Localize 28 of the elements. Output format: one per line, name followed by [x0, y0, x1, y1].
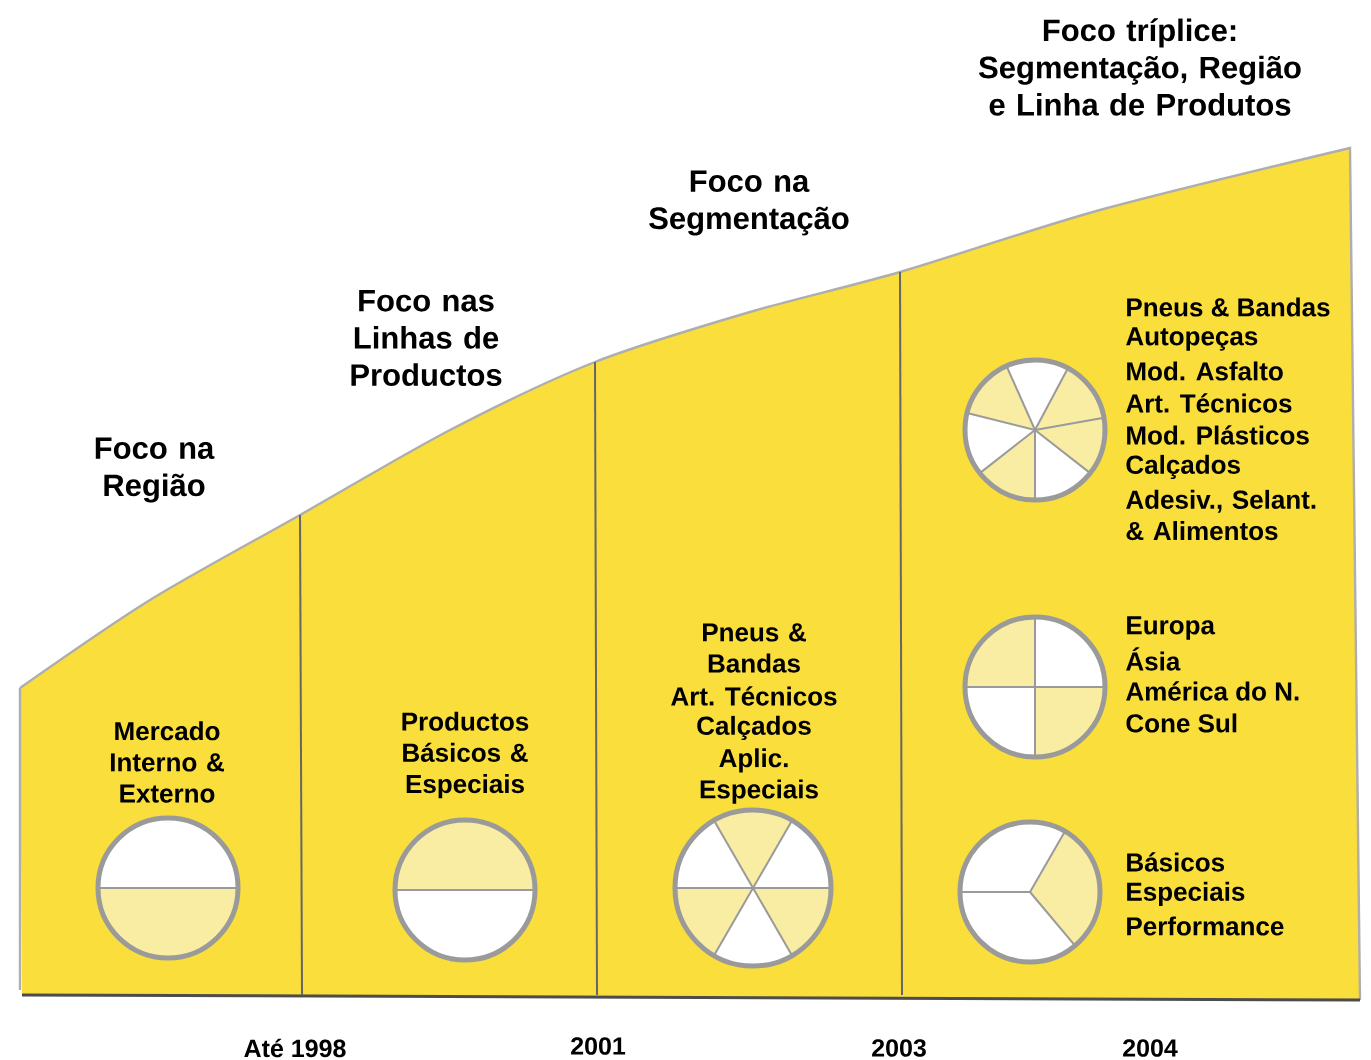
list-item: Art. Técnicos — [1126, 393, 1292, 413]
heading-text: Foco na Região — [95, 437, 215, 503]
year-label: Até 1998 — [244, 1038, 346, 1058]
list-item: Básicos — [1127, 852, 1225, 872]
list-item: Art. Técnicos — [671, 686, 837, 706]
list-item: Mod. Asfalto — [1127, 361, 1283, 381]
year-label: 2003 — [872, 1039, 926, 1057]
list-item: América do N. — [1126, 681, 1299, 701]
heading-text: Foco na Segmentação — [649, 170, 849, 236]
year-label: 2004 — [1123, 1039, 1178, 1057]
list-item: Autopeças — [1126, 327, 1258, 351]
list-item: Pneus & Bandas — [703, 623, 806, 673]
year-label: 2001 — [571, 1037, 626, 1055]
list-text: Productos Básicos & Especiais — [402, 711, 529, 799]
list-item: Mod. Plásticos — [1127, 425, 1309, 445]
list-text: Mercado Interno & Externo — [110, 721, 224, 803]
list-item: Especiais — [1127, 881, 1245, 907]
list-item: Pneus & Bandas — [1127, 297, 1330, 317]
list-item: Cone Sul — [1126, 713, 1237, 733]
heading-text: Foco nas Linhas de Productos — [351, 290, 502, 386]
heading-text: Foco tríplice: Segmentação, Região e Linha de Produtos — [978, 18, 1301, 116]
list-item: Europa — [1127, 616, 1216, 640]
list-item: Calçados — [697, 715, 811, 741]
list-item: Calçados — [1126, 454, 1240, 480]
list-item: Performance — [1127, 916, 1284, 936]
list-item: Ásia — [1126, 647, 1181, 671]
list-item: Aplic. Especiais — [700, 748, 818, 804]
list-item: Adesiv., Selant. & Alimentos — [1126, 489, 1316, 541]
